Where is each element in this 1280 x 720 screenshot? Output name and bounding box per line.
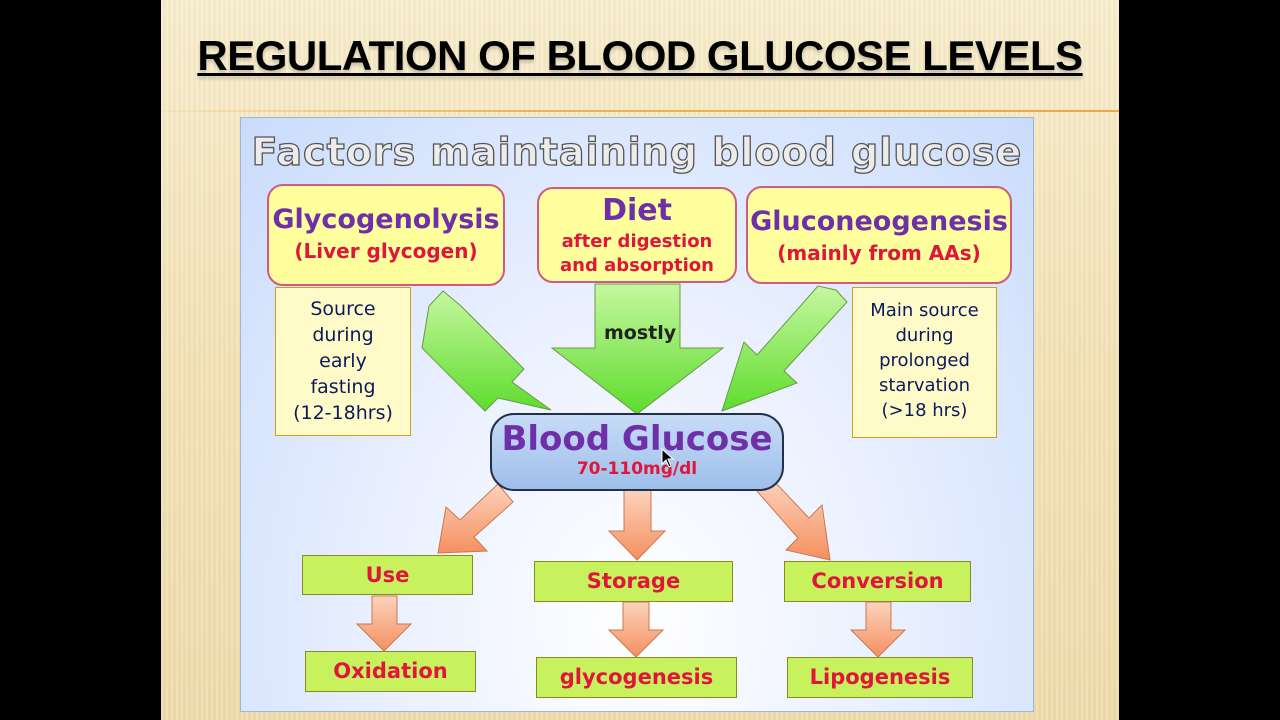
- glycogenolysis-box: Glycogenolysis (Liver glycogen): [267, 184, 505, 286]
- arrows-layer: [355, 283, 907, 658]
- storage-box: Storage: [534, 561, 733, 602]
- arrow-to-storage: [607, 489, 667, 561]
- diet-box: Diet after digestion and absorption: [537, 187, 737, 283]
- note-right-line: starvation: [878, 375, 971, 396]
- mouse-pointer-icon: [661, 448, 675, 468]
- diet-arrow-label: mostly: [604, 322, 677, 344]
- glucose-diagram: Factors maintaining blood glucose: [240, 117, 1034, 712]
- note-right-line: (>18 hrs): [881, 400, 968, 421]
- note-left-line: early: [319, 350, 367, 372]
- glycogenolysis-label: Glycogenolysis: [272, 204, 500, 235]
- blood-glucose-label: Blood Glucose: [501, 419, 773, 459]
- note-left-line: Source: [310, 298, 376, 320]
- prolonged-starvation-note: Main source during prolonged starvation …: [852, 287, 997, 438]
- lipogenesis-box: Lipogenesis: [787, 657, 973, 698]
- arrow-to-glycogenesis: [607, 601, 665, 658]
- note-left-line: during: [312, 324, 374, 346]
- note-right-line: prolonged: [879, 350, 970, 371]
- blood-glucose-box: Blood Glucose 70-110mg/dl: [490, 413, 784, 491]
- diet-label: Diet: [602, 193, 672, 228]
- blood-glucose-range: 70-110mg/dl: [576, 459, 698, 479]
- title-divider: [161, 110, 1119, 112]
- slide: REGULATION OF BLOOD GLUCOSE LEVELS Facto…: [161, 0, 1119, 720]
- arrow-to-use: [437, 483, 514, 554]
- note-right-line: during: [895, 325, 954, 346]
- arrow-to-conversion: [755, 478, 831, 561]
- early-fasting-note: Source during early fasting (12-18hrs): [275, 287, 411, 436]
- note-left-line: fasting: [310, 376, 376, 398]
- gluconeogenesis-label: Gluconeogenesis: [750, 206, 1008, 237]
- diet-sub-1: after digestion: [561, 231, 713, 252]
- conversion-box: Conversion: [784, 561, 971, 602]
- glycogenesis-box: glycogenesis: [536, 657, 737, 698]
- oxidation-box: Oxidation: [305, 651, 476, 692]
- arrow-diet: [550, 283, 725, 415]
- gluconeogenesis-sub: (mainly from AAs): [777, 241, 981, 265]
- diagram-title: Factors maintaining blood glucose: [251, 129, 1023, 174]
- arrow-gluconeogenesis: [721, 285, 848, 412]
- arrow-to-lipogenesis: [849, 601, 907, 658]
- arrow-to-oxidation: [355, 595, 413, 652]
- note-right-line: Main source: [870, 300, 979, 321]
- diet-sub-2: and absorption: [560, 255, 714, 276]
- arrow-glycogenolysis: [421, 290, 552, 412]
- slide-title: REGULATION OF BLOOD GLUCOSE LEVELS: [197, 32, 1083, 79]
- note-left-line: (12-18hrs): [293, 402, 393, 424]
- use-box: Use: [302, 555, 473, 595]
- gluconeogenesis-box: Gluconeogenesis (mainly from AAs): [746, 186, 1012, 284]
- glycogenolysis-sub: (Liver glycogen): [294, 239, 478, 263]
